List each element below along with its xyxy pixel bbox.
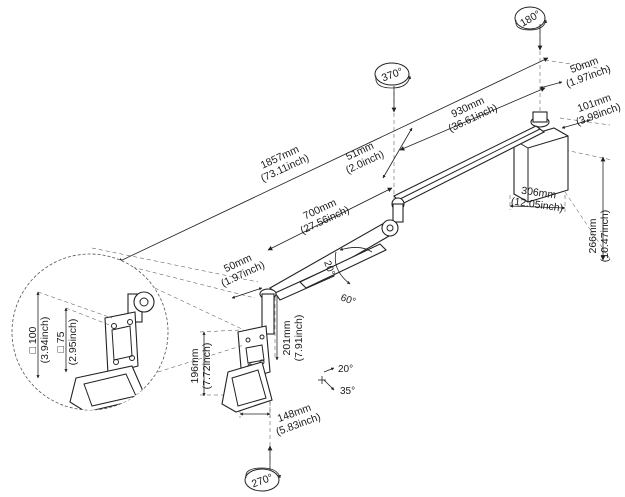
label-vesa-100-inch: (3.94inch): [39, 317, 51, 364]
dim-line-50-head: [231, 287, 263, 299]
label-196-mm: 196mm: [189, 348, 201, 383]
head-tilt-indicator: [318, 367, 335, 391]
label-306-inch: (12.05inch): [510, 195, 564, 214]
dim-line-101: [561, 119, 591, 129]
label-201-mm: 201mm: [281, 320, 293, 355]
label-266-inch: (10.47inch): [599, 210, 611, 263]
label-vesa-100-mm: □ 100: [27, 326, 39, 353]
detail-zoom-callout: [11, 253, 245, 411]
label-vesa-75-mm: □ 75: [55, 331, 67, 352]
angle-labels: 20° 60° 20° 35°: [321, 259, 357, 397]
dimension-lines: [117, 57, 606, 416]
monitor-head: [221, 288, 277, 413]
dim-line-306: [509, 204, 566, 210]
label-vesa-75-inch: (2.95inch): [67, 319, 79, 366]
dim-line-700: [267, 187, 393, 251]
lower-arm: [269, 219, 399, 301]
angle-elbow-down: 60°: [339, 292, 357, 308]
label-196-inch: (7.72inch): [201, 343, 213, 390]
rotation-badge-180: 180°: [514, 6, 548, 51]
elbow-tilt-indicator: [334, 247, 373, 285]
rotation-badge-270: 270°: [244, 445, 282, 492]
angle-tilt-down: 35°: [340, 386, 355, 397]
label-266-mm: 266mm: [587, 218, 599, 253]
rotation-badge-370: 370°: [374, 62, 412, 113]
label-306-mm: 306mm: [521, 185, 558, 202]
dim-line-930: [399, 87, 546, 151]
upper-arm-rail: [391, 125, 546, 223]
label-201-inch: (7.91inch): [293, 315, 305, 362]
angle-tilt-up: 20°: [338, 364, 353, 375]
angle-elbow-up: 20°: [321, 259, 337, 277]
wall-mount-bracket: [513, 111, 569, 203]
dim-line-51: [382, 127, 413, 179]
dim-line-50-top: [539, 81, 563, 89]
